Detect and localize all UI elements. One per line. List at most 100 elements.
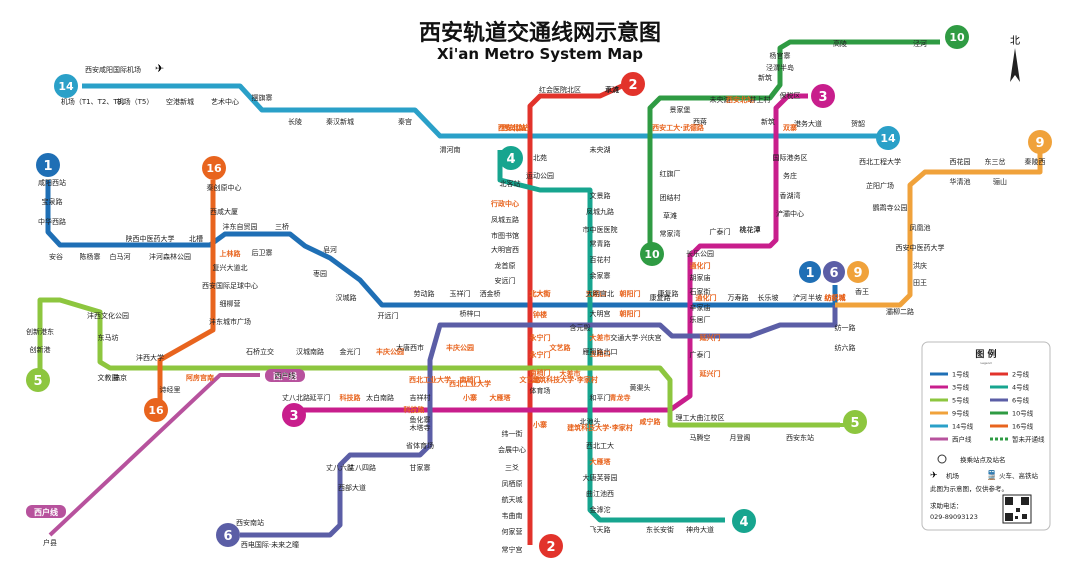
- line-14[interactable]: [82, 83, 880, 139]
- station-line2-9[interactable]: 龙首原: [495, 261, 516, 270]
- station-line3-15[interactable]: 咸宁路: [639, 417, 662, 426]
- line-6[interactable]: [240, 305, 838, 538]
- station-line1-18[interactable]: 洒金桥: [480, 289, 501, 298]
- station-line1-3[interactable]: 安谷: [49, 252, 63, 261]
- station-line5-0[interactable]: 创新港: [30, 345, 51, 354]
- station-line9-8[interactable]: 芷阳广场: [866, 181, 894, 190]
- station-line5-3[interactable]: 东马坊: [98, 333, 119, 342]
- station-line9-9[interactable]: 华清池: [950, 177, 971, 186]
- station-line3-20[interactable]: 吉祥村: [410, 393, 431, 402]
- station-line3-17[interactable]: 北池头: [580, 417, 601, 426]
- station-line4-11[interactable]: 五路口: [590, 349, 611, 358]
- station-line3-18[interactable]: 大雁塔: [490, 393, 512, 402]
- station-line10-9[interactable]: 草滩: [663, 211, 677, 220]
- station-line1-7[interactable]: 沣河森林公园: [149, 252, 191, 261]
- station-line14-3[interactable]: 艺术中心: [211, 97, 239, 106]
- station-line5-19[interactable]: 月登阁: [730, 433, 751, 442]
- station-line4-19[interactable]: 金滹沱: [590, 505, 611, 514]
- station-line4-21[interactable]: 东长安街: [646, 525, 674, 534]
- station-line1-20[interactable]: 五路口: [586, 289, 607, 298]
- station-line14-10[interactable]: 未央湖: [590, 145, 611, 154]
- station-line2-12[interactable]: 钟楼: [533, 310, 547, 319]
- station-line9-4[interactable]: 洪庆: [913, 261, 927, 270]
- station-line4-15[interactable]: 西北工大: [586, 441, 614, 450]
- station-line2-2[interactable]: 西安北站: [501, 123, 529, 132]
- station-line6-16[interactable]: 朝阳门: [620, 309, 641, 318]
- line-2[interactable]: [527, 83, 624, 545]
- station-line10-8[interactable]: 常家湾: [660, 229, 681, 238]
- station-line3-8[interactable]: 长乐公园: [686, 249, 714, 258]
- station-line16-3[interactable]: 复兴大道北: [213, 263, 248, 272]
- station-line6-4[interactable]: 丈八四路: [348, 463, 376, 472]
- station-line14-5[interactable]: 长陵: [288, 117, 302, 126]
- station-line9-6[interactable]: 凤凰池: [910, 223, 931, 232]
- station-line3-14[interactable]: 延兴门: [699, 369, 721, 378]
- station-line16-0[interactable]: 秦创原中心: [207, 183, 242, 192]
- station-line6-23[interactable]: 纺六路: [835, 343, 856, 352]
- station-line1-19[interactable]: 北大街: [530, 289, 551, 298]
- station-line4-12[interactable]: 大差市: [560, 369, 581, 378]
- line-4[interactable]: [497, 150, 725, 523]
- station-line1-0[interactable]: 咸阳西站: [38, 178, 66, 187]
- station-line10-7[interactable]: 井上村: [750, 95, 771, 104]
- station-line14-4[interactable]: 摆旗寨: [252, 93, 273, 102]
- station-line5-5[interactable]: 镐京: [113, 373, 127, 382]
- station-line3-0[interactable]: 保税区: [780, 91, 801, 100]
- station-line3-2[interactable]: 国际港务区: [773, 153, 808, 162]
- station-line5-6[interactable]: 阿房宫南: [186, 373, 214, 382]
- station-line5-9[interactable]: 金光门: [340, 347, 361, 356]
- station-line2-1[interactable]: 红会医院北区: [539, 85, 581, 94]
- station-line3-1[interactable]: 双寨: [783, 123, 798, 132]
- station-line16-5[interactable]: 细柳营: [220, 299, 241, 308]
- line-16[interactable]: [157, 180, 216, 400]
- station-line4-13[interactable]: 和平门: [590, 393, 611, 402]
- station-line2-0[interactable]: 草滩: [605, 85, 619, 94]
- station-line16-7[interactable]: 沣西大学: [136, 353, 164, 362]
- line-3[interactable]: [290, 93, 808, 413]
- station-line5-10[interactable]: 丰庆公园: [376, 347, 404, 356]
- line-xihu[interactable]: [48, 373, 260, 537]
- station-line6-2[interactable]: 西部大道: [338, 483, 366, 492]
- station-line14-14[interactable]: 贺韶: [851, 119, 865, 128]
- station-line1-14[interactable]: 汉城路: [336, 293, 357, 302]
- station-line2-3[interactable]: 北苑: [533, 153, 547, 162]
- station-line14-8[interactable]: 渭河南: [440, 145, 461, 154]
- station-line10-12[interactable]: 泾渭半岛: [766, 63, 794, 72]
- station-line4-14[interactable]: 建筑科技大学·李家村: [567, 423, 633, 432]
- station-line5-7[interactable]: 石桥立交: [246, 347, 274, 356]
- station-line6-7[interactable]: 木塔寺: [410, 423, 431, 432]
- station-line5-20[interactable]: 西安东站: [786, 433, 814, 442]
- qr-code-icon[interactable]: [1002, 494, 1032, 524]
- station-line9-14[interactable]: 秦陵西: [1025, 157, 1046, 166]
- station-line9-3[interactable]: 田王: [913, 279, 927, 287]
- station-line14-12[interactable]: 新筑: [761, 117, 775, 126]
- station-line14-7[interactable]: 秦宫: [398, 117, 412, 126]
- station-line1-16[interactable]: 劳动路: [414, 289, 435, 298]
- station-line6-21[interactable]: 纺织城: [825, 293, 846, 302]
- station-line4-1[interactable]: 北客站: [500, 179, 521, 188]
- station-line2-21[interactable]: 航天城: [502, 495, 523, 504]
- station-line5-4[interactable]: 文教园: [98, 373, 119, 382]
- station-line5-14[interactable]: 建筑科技大学·李家村: [532, 375, 598, 384]
- station-line2-17[interactable]: 纬一街: [502, 429, 523, 438]
- station-line3-22[interactable]: 科技路: [340, 393, 362, 402]
- station-line6-11[interactable]: 丰庆公园: [446, 343, 474, 352]
- station-line4-8[interactable]: 大明宫北: [586, 289, 614, 298]
- station-line2-22[interactable]: 韦曲南: [502, 511, 523, 520]
- station-line4-3[interactable]: 凤城九路: [586, 207, 614, 216]
- station-line5-1[interactable]: 创新港东: [26, 327, 54, 336]
- station-linexh-0[interactable]: 户县: [43, 538, 57, 547]
- station-line16-6[interactable]: 沣东城市广场: [209, 317, 251, 326]
- station-line2-7[interactable]: 市图书馆: [491, 231, 519, 240]
- station-line10-0[interactable]: 桃花潭: [740, 225, 761, 234]
- station-line5-8[interactable]: 汉城南路: [296, 347, 324, 356]
- station-line6-17[interactable]: 康复路: [650, 293, 671, 302]
- station-line14-9[interactable]: 西安北站: [498, 123, 526, 132]
- station-line6-19[interactable]: 延兴门: [699, 333, 721, 342]
- station-line9-7[interactable]: 鹦鹉寺公园: [873, 203, 908, 212]
- station-line6-13[interactable]: 永宁门: [529, 333, 551, 342]
- station-line5-12[interactable]: 南稍门: [460, 375, 481, 384]
- station-line4-2[interactable]: 文景路: [590, 191, 611, 200]
- station-line6-15[interactable]: 大差市: [590, 333, 611, 342]
- station-line9-12[interactable]: 西花园: [950, 157, 971, 166]
